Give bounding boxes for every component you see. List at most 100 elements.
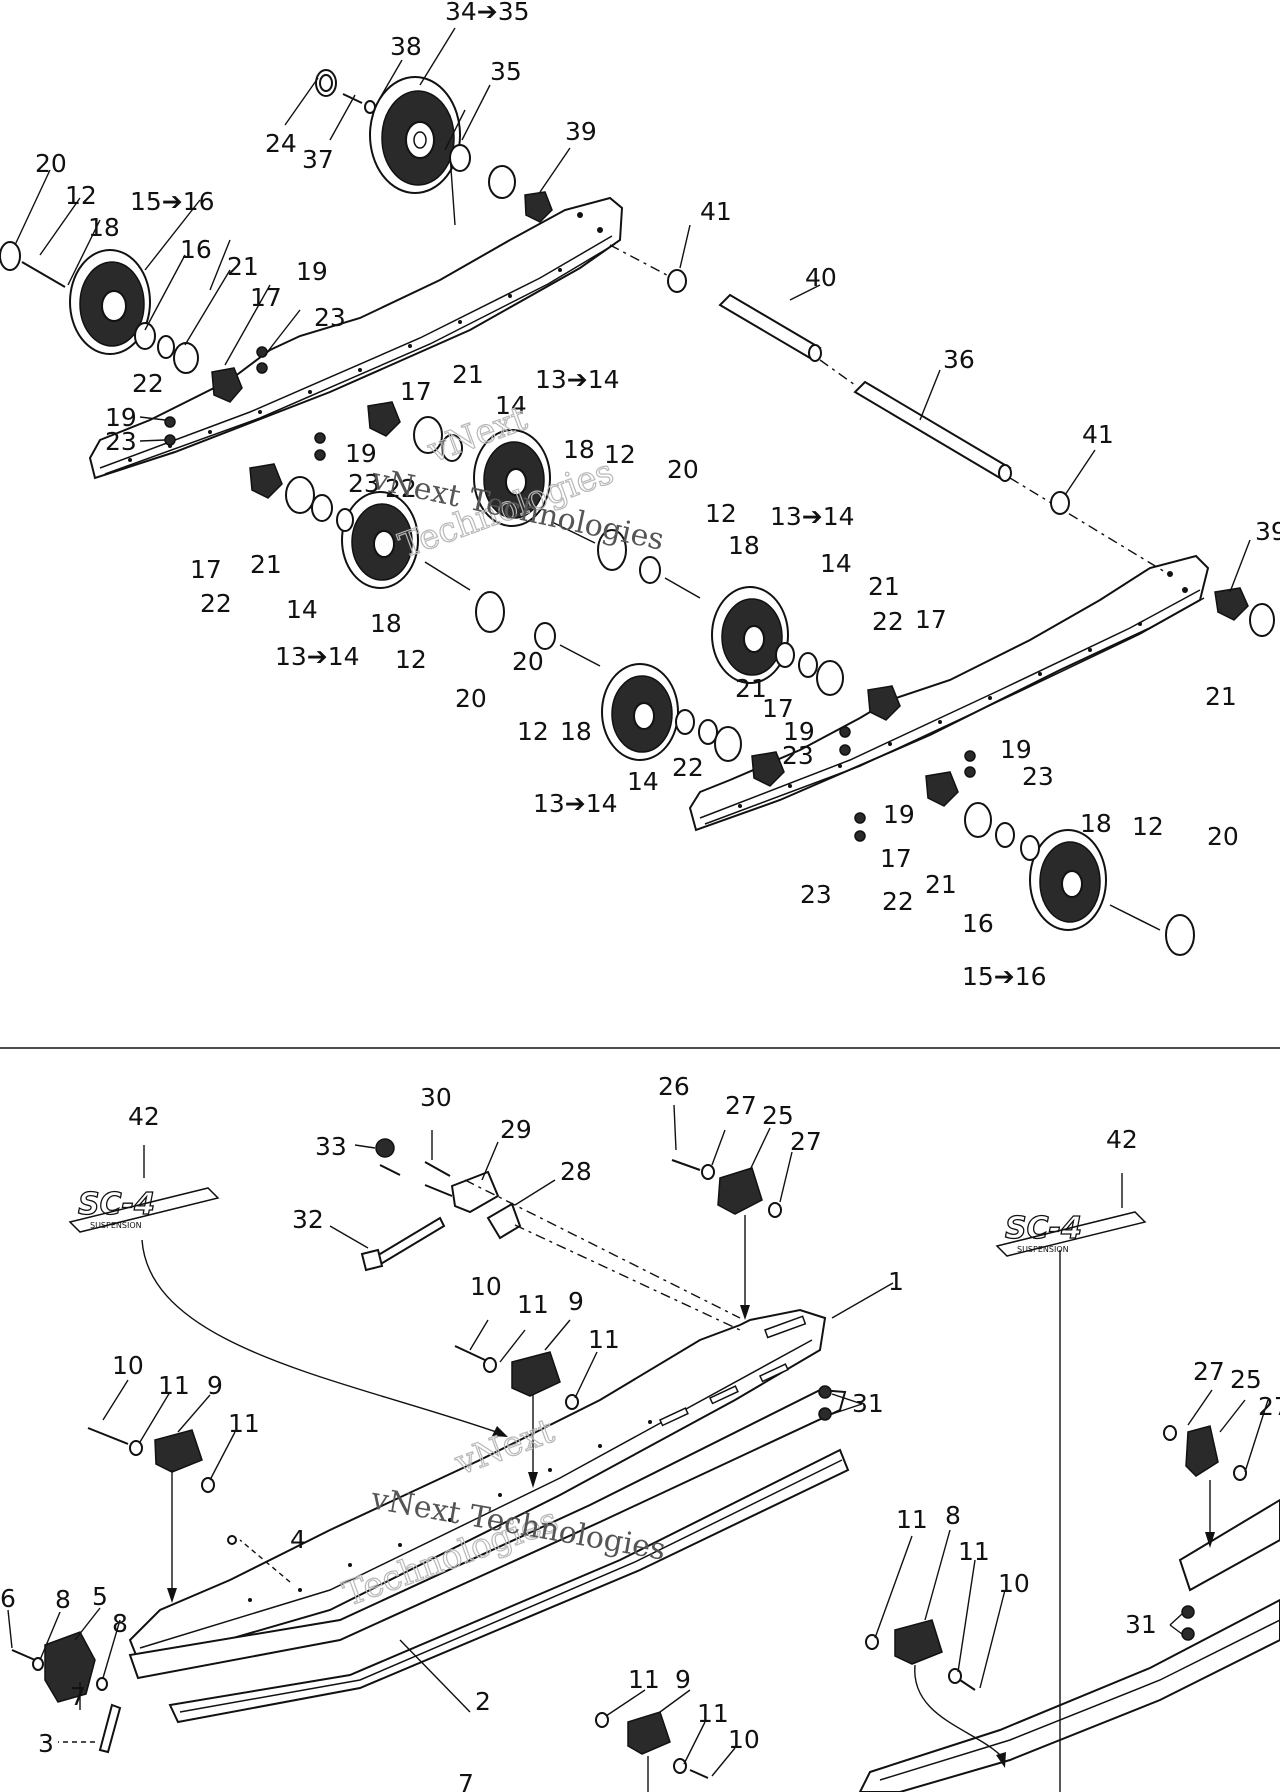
washer-41-a [667,269,687,293]
axle-bracket-39-right [1214,587,1249,621]
svg-text:9: 9 [675,1665,691,1694]
svg-text:19: 19 [105,403,137,432]
right-rail [688,554,1210,832]
svg-text:18: 18 [728,531,760,560]
svg-text:40: 40 [805,263,837,292]
svg-text:23: 23 [782,741,814,770]
svg-text:22: 22 [872,607,904,636]
svg-text:22: 22 [385,474,417,503]
svg-text:35: 35 [490,57,522,86]
svg-text:3: 3 [38,1729,54,1758]
svg-text:13➔14: 13➔14 [275,642,360,671]
axle-bracket-39-top [524,191,553,223]
svg-text:SUSPENSION: SUSPENSION [1017,1245,1069,1254]
svg-text:37: 37 [302,145,334,174]
svg-text:19: 19 [345,439,377,468]
svg-text:11: 11 [228,1409,260,1438]
wheel-15-16-right [1029,829,1107,931]
block-9-bottom [627,1711,671,1755]
block-17-d [751,751,785,787]
svg-text:11: 11 [517,1290,549,1319]
svg-text:23: 23 [105,427,137,456]
svg-text:12: 12 [1132,812,1164,841]
svg-text:SC-4: SC-4 [1005,1211,1082,1246]
block-9-center [511,1351,561,1397]
svg-text:23: 23 [348,469,380,498]
runner-slots [659,1315,807,1427]
svg-text:19: 19 [1000,735,1032,764]
cap-20-b [475,591,505,633]
svg-text:39: 39 [1255,517,1280,546]
svg-text:42: 42 [128,1102,160,1131]
svg-text:12: 12 [395,645,427,674]
cap-20-e [1165,914,1195,956]
svg-text:8: 8 [112,1609,128,1638]
svg-text:SC-4: SC-4 [78,1187,155,1222]
spacers-center [285,416,1161,931]
rail-holes-left [128,212,603,462]
leader-lines-bottom [7,1104,1269,1777]
svg-text:10: 10 [728,1725,760,1754]
svg-text:18: 18 [88,213,120,242]
svg-text:4: 4 [290,1525,306,1554]
svg-text:5: 5 [92,1582,108,1611]
top-exploded-view: 34➔35 38 35 24 37 39 20 12 15➔16 18 16 2… [0,0,1280,991]
runner-holes [248,1420,652,1602]
svg-text:12: 12 [705,499,737,528]
bolt-3 [98,1703,122,1754]
callout-labels-top: 34➔35 38 35 24 37 39 20 12 15➔16 18 16 2… [35,0,1280,991]
svg-text:21: 21 [1205,682,1237,711]
svg-text:15➔16: 15➔16 [130,187,215,216]
svg-text:11: 11 [896,1505,928,1534]
svg-text:18: 18 [563,435,595,464]
svg-text:27: 27 [725,1091,757,1120]
svg-text:7: 7 [70,1682,86,1711]
svg-text:12: 12 [517,717,549,746]
nuts-19-23 [164,346,976,842]
cap-20-d [534,622,556,650]
svg-text:39: 39 [565,117,597,146]
svg-text:20: 20 [455,684,487,713]
slide-rail-3 [168,1448,850,1724]
svg-text:26: 26 [658,1072,690,1101]
svg-text:10: 10 [112,1351,144,1380]
svg-text:21: 21 [452,360,484,389]
svg-text:17: 17 [880,844,912,873]
svg-text:22: 22 [882,887,914,916]
svg-text:19: 19 [783,717,815,746]
svg-text:42: 42 [1106,1125,1138,1154]
svg-text:38: 38 [390,32,422,61]
svg-text:22: 22 [132,369,164,398]
block-9-left [154,1429,203,1473]
svg-text:12: 12 [604,440,636,469]
svg-text:13➔14: 13➔14 [533,789,618,818]
slide-rail-2 [128,1388,847,1680]
svg-text:18: 18 [560,717,592,746]
svg-text:27: 27 [1193,1357,1225,1386]
svg-text:25: 25 [1230,1365,1262,1394]
svg-text:SUSPENSION: SUSPENSION [90,1221,142,1230]
svg-text:6: 6 [0,1584,16,1613]
svg-text:30: 30 [420,1083,452,1112]
svg-text:15➔16: 15➔16 [962,962,1047,991]
svg-text:11: 11 [588,1325,620,1354]
svg-text:27: 27 [1258,1392,1280,1421]
slide-rail-right [858,1598,1280,1792]
cross-shaft-40 [718,293,822,362]
svg-text:20: 20 [1207,822,1239,851]
svg-text:14: 14 [627,767,659,796]
svg-text:20: 20 [667,455,699,484]
svg-text:11: 11 [958,1537,990,1566]
wheel-15-16-left [69,249,151,355]
bracket-29 [450,1170,500,1214]
svg-text:34➔35: 34➔35 [445,0,530,26]
svg-text:10: 10 [470,1272,502,1301]
svg-text:32: 32 [292,1205,324,1234]
svg-text:11: 11 [158,1371,190,1400]
svg-text:17: 17 [190,555,222,584]
svg-text:1: 1 [888,1267,904,1296]
svg-text:10: 10 [998,1569,1030,1598]
wheel-13-14-a [473,429,551,527]
block-17-b [249,463,283,499]
